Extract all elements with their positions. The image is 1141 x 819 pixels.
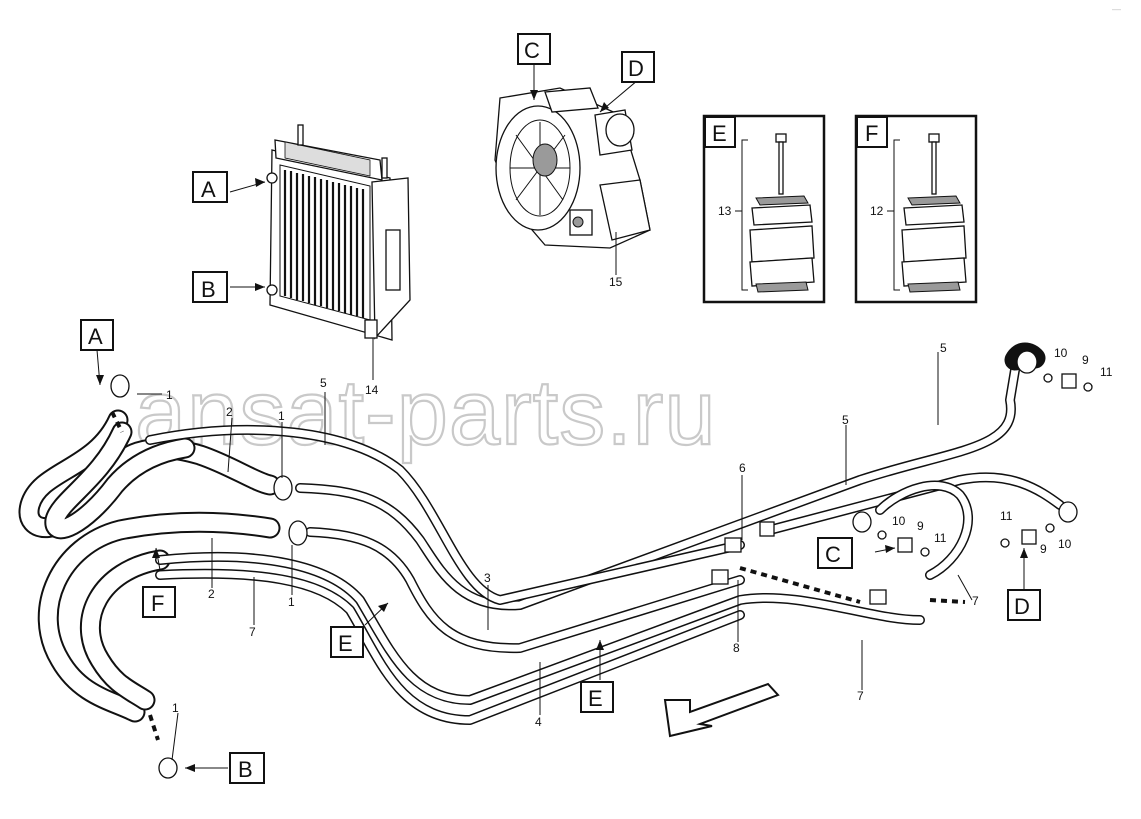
part-1-label-a: 1 (166, 388, 173, 402)
inset-e: E 13 (702, 114, 826, 304)
part-11-label-b: 11 (934, 531, 947, 545)
part-10-label-a: 10 (1054, 346, 1068, 360)
svg-text:A: A (201, 177, 216, 202)
part-7-label-b: 7 (857, 689, 864, 703)
callout-d-transmission: D (621, 51, 655, 83)
part-4-label: 4 (535, 715, 542, 729)
part-6-label: 6 (739, 461, 746, 475)
part-9-label-b: 9 (917, 519, 924, 533)
transmission-icon (494, 87, 651, 249)
callout-b-hose: B (229, 752, 265, 784)
part-11-label-a: 11 (1100, 365, 1113, 379)
part-14-label: 14 (365, 383, 379, 397)
part-11-label-c: 11 (1000, 509, 1013, 523)
part-1-label-c: 1 (288, 595, 295, 609)
watermark-text: ansat-parts.ru (135, 362, 717, 464)
callout-a-radiator: A (192, 171, 228, 203)
direction-arrow-icon (663, 682, 780, 738)
svg-text:E: E (338, 631, 353, 656)
part-7-label-c: 7 (972, 594, 979, 608)
part-9-label-a: 9 (1082, 353, 1089, 367)
callout-arrowheads (96, 90, 1028, 772)
part-1-label-b: 1 (278, 409, 285, 423)
svg-text:B: B (238, 757, 253, 782)
svg-text:C: C (524, 38, 540, 63)
part-10-label-b: 10 (892, 514, 906, 528)
part-15-label: 15 (609, 275, 623, 289)
hose-assembly (18, 342, 1065, 741)
part-number-labels: 14 15 1 2 5 1 2 1 7 3 4 6 8 5 5 7 7 1 10… (166, 275, 1113, 729)
part-8-label: 8 (733, 641, 740, 655)
svg-text:B: B (201, 277, 216, 302)
part-2-label-b: 2 (208, 587, 215, 601)
callout-e-center: E (580, 681, 614, 713)
part-3-label: 3 (484, 571, 491, 585)
radiator-icon (266, 124, 411, 341)
part-2-label-a: 2 (226, 405, 233, 419)
part-13-label: 13 (718, 204, 732, 218)
callout-b-radiator: B (192, 271, 228, 303)
callout-f-hose: F (142, 586, 176, 618)
callout-e-left: E (330, 626, 364, 658)
callout-d-right: D (1007, 589, 1041, 621)
part-7-label-a: 7 (249, 625, 256, 639)
svg-text:E: E (588, 686, 603, 711)
part-10-label-c: 10 (1058, 537, 1072, 551)
inset-e-letter: E (712, 121, 727, 146)
svg-text:F: F (151, 591, 164, 616)
part-5-label-a: 5 (320, 376, 327, 390)
callout-a-hose: A (80, 319, 114, 351)
svg-text:D: D (628, 56, 644, 81)
callout-c-transmission: C (517, 33, 551, 65)
clamp-icon (110, 374, 308, 779)
inset-f-letter: F (865, 121, 878, 146)
callout-c-right: C (817, 537, 853, 569)
part-5-label-c: 5 (940, 341, 947, 355)
part-5-label-b: 5 (842, 413, 849, 427)
svg-text:C: C (825, 542, 841, 567)
part-12-label: 12 (870, 204, 884, 218)
corner-mark: — (1112, 4, 1121, 14)
inset-f: F 12 (854, 114, 978, 304)
part-9-label-c: 9 (1040, 542, 1047, 556)
svg-text:A: A (88, 324, 103, 349)
svg-text:D: D (1014, 594, 1030, 619)
part-1-label-d: 1 (172, 701, 179, 715)
fitting-icon (711, 350, 1093, 605)
